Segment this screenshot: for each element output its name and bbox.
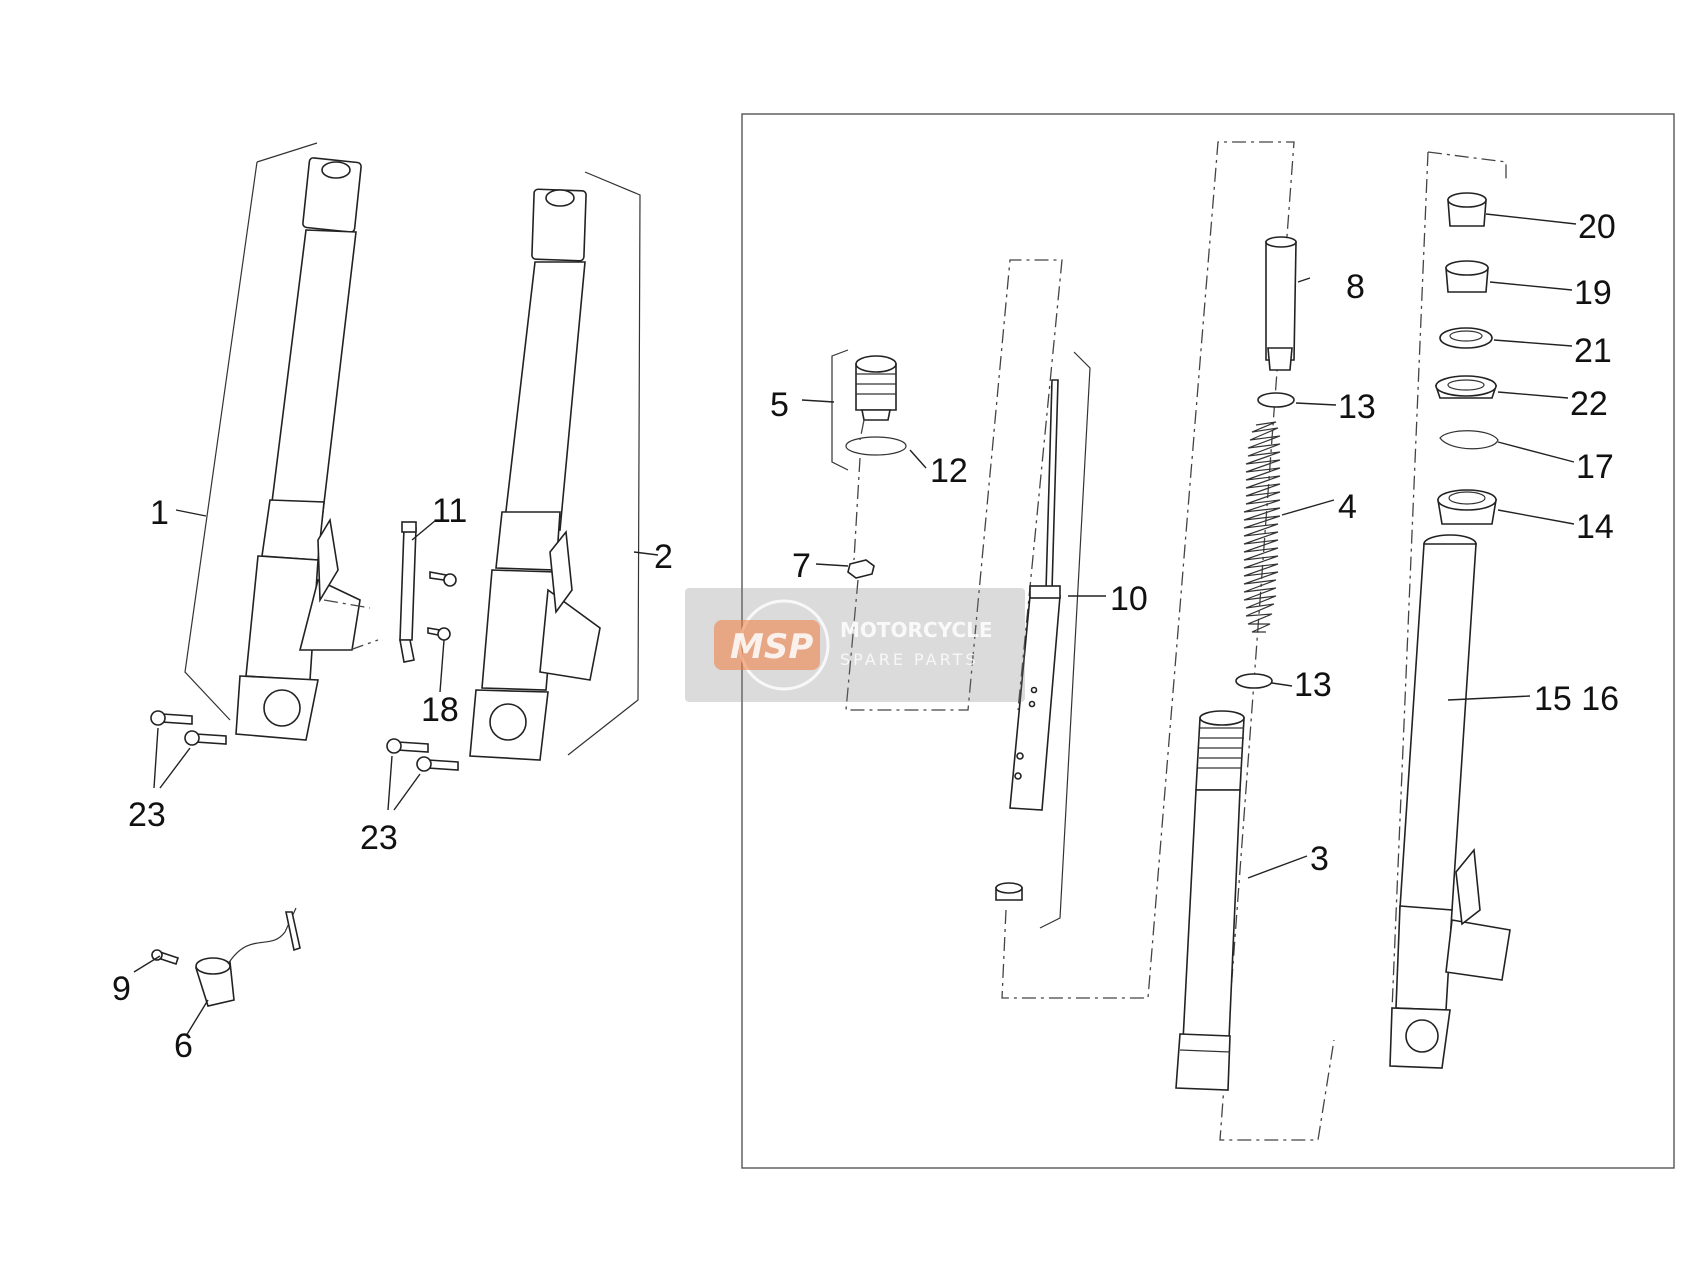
spring-spacer[interactable] xyxy=(1265,236,1297,371)
caliper-bolt-right-2[interactable] xyxy=(416,756,459,772)
slide-bushing[interactable] xyxy=(1447,192,1487,227)
cable-bracket[interactable] xyxy=(399,521,417,663)
bracket-screw-upper[interactable] xyxy=(429,571,457,587)
oil-seal[interactable] xyxy=(1434,375,1498,399)
spring-washer-lower[interactable] xyxy=(1235,673,1273,689)
label-part-15-16[interactable]: 15 16 xyxy=(1534,680,1619,718)
label-part-13-upper[interactable]: 13 xyxy=(1338,388,1376,426)
retaining-clip[interactable] xyxy=(1439,430,1499,450)
sensor-screw[interactable] xyxy=(151,949,180,966)
label-part-10[interactable]: 10 xyxy=(1110,580,1148,618)
label-part-7[interactable]: 7 xyxy=(792,547,811,585)
fork-leg-right[interactable] xyxy=(469,171,641,761)
oil-seal-cup[interactable] xyxy=(1439,327,1493,349)
label-part-4[interactable]: 4 xyxy=(1338,488,1357,526)
label-part-20[interactable]: 20 xyxy=(1578,208,1616,246)
dust-seal[interactable] xyxy=(1437,489,1497,525)
label-part-21[interactable]: 21 xyxy=(1574,332,1612,370)
label-part-18[interactable]: 18 xyxy=(421,691,459,729)
label-part-23-left[interactable]: 23 xyxy=(128,796,166,834)
fork-leg-left[interactable] xyxy=(184,142,362,741)
logo-badge xyxy=(714,620,820,670)
caliper-bolt-right-1[interactable] xyxy=(386,738,429,754)
watermark: MSP MOTORCYCLE SPARE PARTS xyxy=(685,588,1025,702)
label-part-14[interactable]: 14 xyxy=(1576,508,1614,546)
caliper-bolt-left-1[interactable] xyxy=(150,710,193,726)
label-part-3[interactable]: 3 xyxy=(1310,840,1329,878)
rod-nut[interactable] xyxy=(847,559,875,579)
label-part-23-right[interactable]: 23 xyxy=(360,819,398,857)
label-part-6[interactable]: 6 xyxy=(174,1027,193,1065)
label-part-19[interactable]: 19 xyxy=(1574,274,1612,312)
watermark-line1: MOTORCYCLE xyxy=(840,618,992,642)
guide-bushing[interactable] xyxy=(1445,260,1489,293)
cap-o-ring[interactable] xyxy=(845,436,907,456)
label-part-13-lower[interactable]: 13 xyxy=(1294,666,1332,704)
label-part-22[interactable]: 22 xyxy=(1570,385,1608,423)
label-part-12[interactable]: 12 xyxy=(930,452,968,490)
label-part-2[interactable]: 2 xyxy=(654,538,673,576)
label-part-1[interactable]: 1 xyxy=(150,494,169,532)
speed-sensor[interactable] xyxy=(194,907,301,1007)
label-part-11[interactable]: 11 xyxy=(432,492,467,530)
label-part-9[interactable]: 9 xyxy=(112,970,131,1008)
fork-spring[interactable] xyxy=(1243,421,1281,633)
fork-outer-tube[interactable] xyxy=(1389,534,1511,1069)
damper-cartridge[interactable] xyxy=(1009,379,1061,811)
label-part-17[interactable]: 17 xyxy=(1576,448,1614,486)
bushing-small[interactable] xyxy=(995,882,1023,901)
fork-cap[interactable] xyxy=(855,355,897,421)
label-part-5[interactable]: 5 xyxy=(770,386,789,424)
watermark-line2: SPARE PARTS xyxy=(840,650,979,669)
logo-text: MSP xyxy=(730,627,813,667)
spring-washer-upper[interactable] xyxy=(1257,392,1295,408)
caliper-bolt-left-2[interactable] xyxy=(184,730,227,746)
label-part-8[interactable]: 8 xyxy=(1346,268,1365,306)
fork-inner-tube[interactable] xyxy=(1175,710,1245,1091)
bracket-screw-lower[interactable] xyxy=(427,627,451,641)
